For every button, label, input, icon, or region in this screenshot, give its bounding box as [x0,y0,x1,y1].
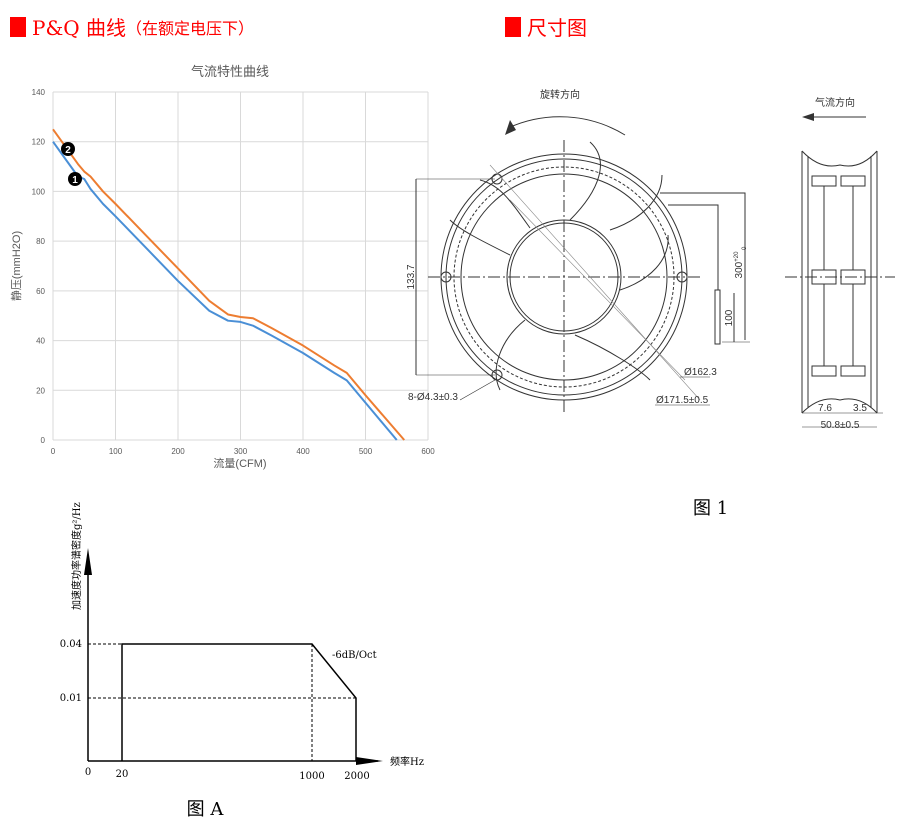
pq-title: P&Q 曲线 [32,16,127,40]
chart-title: 气流特性曲线 [191,64,269,79]
fan-front-view [415,140,750,415]
y-axis-label: 静压(mmH2O) [9,231,23,301]
y-tick-label: 140 [32,88,46,97]
y-tick-0.04: 0.04 [60,639,82,650]
svg-text:1: 1 [72,175,78,186]
dim-lead-length: 300+20 [734,251,745,279]
x-tick-label: 0 [51,447,56,456]
y-tick-label: 60 [36,287,45,296]
psd-x-axis-label: 频率Hz [390,755,424,768]
y-tick-label: 100 [32,187,46,196]
figure-a-caption: 图 A [187,799,225,820]
x-tick-label: 200 [171,447,185,456]
x-tick-1000: 1000 [299,771,324,782]
fan-side-view [785,150,895,428]
y-tick-label: 80 [36,237,45,246]
y-tick-label: 20 [36,386,45,395]
red-square-icon [10,16,26,37]
x-tick-2000: 2000 [344,771,369,782]
x-tick-label: 400 [296,447,310,456]
pq-chart: 气流特性曲线 0 20 40 60 80 100 120 140 0 100 200 300 400 50… [9,64,435,470]
pq-heading: P&Q 曲线 （在额定电压下） [10,12,254,41]
y-tick-label: 0 [41,436,46,445]
pq-subtitle: （在额定电压下） [126,18,255,38]
x-tick-0: 0 [85,767,91,778]
x-tick-20: 20 [116,769,129,780]
y-axis-arrow-icon [84,548,92,575]
svg-text:2: 2 [65,145,71,156]
dim-inner-diameter: Ø162.3 [684,367,717,378]
dim-lead-tol-lower: 0 [742,246,748,250]
x-tick-label: 500 [359,447,373,456]
psd-chart: 加速度功率谱密度g²/Hz 0.04 0.01 0 20 1000 2000 -… [60,502,424,820]
y-tick-label: 40 [36,337,45,346]
x-axis-label: 流量(CFM) [213,456,266,470]
dim-side-a: 7.6 [818,403,832,414]
dim-depth: 50.8±0.5 [821,420,860,431]
figure-1-caption: 图 1 [693,498,729,519]
series-line-2 [52,128,406,441]
dim-holes: 8-Ø4.3±0.3 [408,392,458,403]
rotation-arrow-icon [507,116,626,136]
dim-height: 133.7 [406,264,417,289]
dimension-heading: 尺寸图 [505,12,587,41]
x-tick-label: 100 [109,447,123,456]
y-tick-0.01: 0.01 [60,693,82,704]
series-marker-2: 2 [61,142,75,156]
x-tick-label: 300 [234,447,248,456]
red-square-icon [505,16,521,37]
x-axis-arrow-icon [356,757,383,765]
y-tick-label: 120 [32,138,46,147]
dim-side-b: 3.5 [853,403,867,414]
airflow-direction-label: 气流方向 [815,96,855,109]
x-tick-label: 600 [421,447,435,456]
series-line-1 [52,141,398,441]
fan-dimension-drawing: 旋转方向 气流方向 133.7 300+20 0 100 8-Ø4.3±0.3 … [406,88,895,431]
slope-annotation: -6dB/Oct [332,650,377,661]
psd-profile-line [121,643,357,761]
dimension-title: 尺寸图 [527,16,587,40]
dim-outer-diameter: Ø171.5±0.5 [656,395,709,406]
series-marker-1: 1 [68,172,82,186]
psd-y-axis-label: 加速度功率谱密度g²/Hz [70,502,83,610]
dim-strip: 100 [724,309,735,326]
rotation-direction-label: 旋转方向 [540,88,580,101]
